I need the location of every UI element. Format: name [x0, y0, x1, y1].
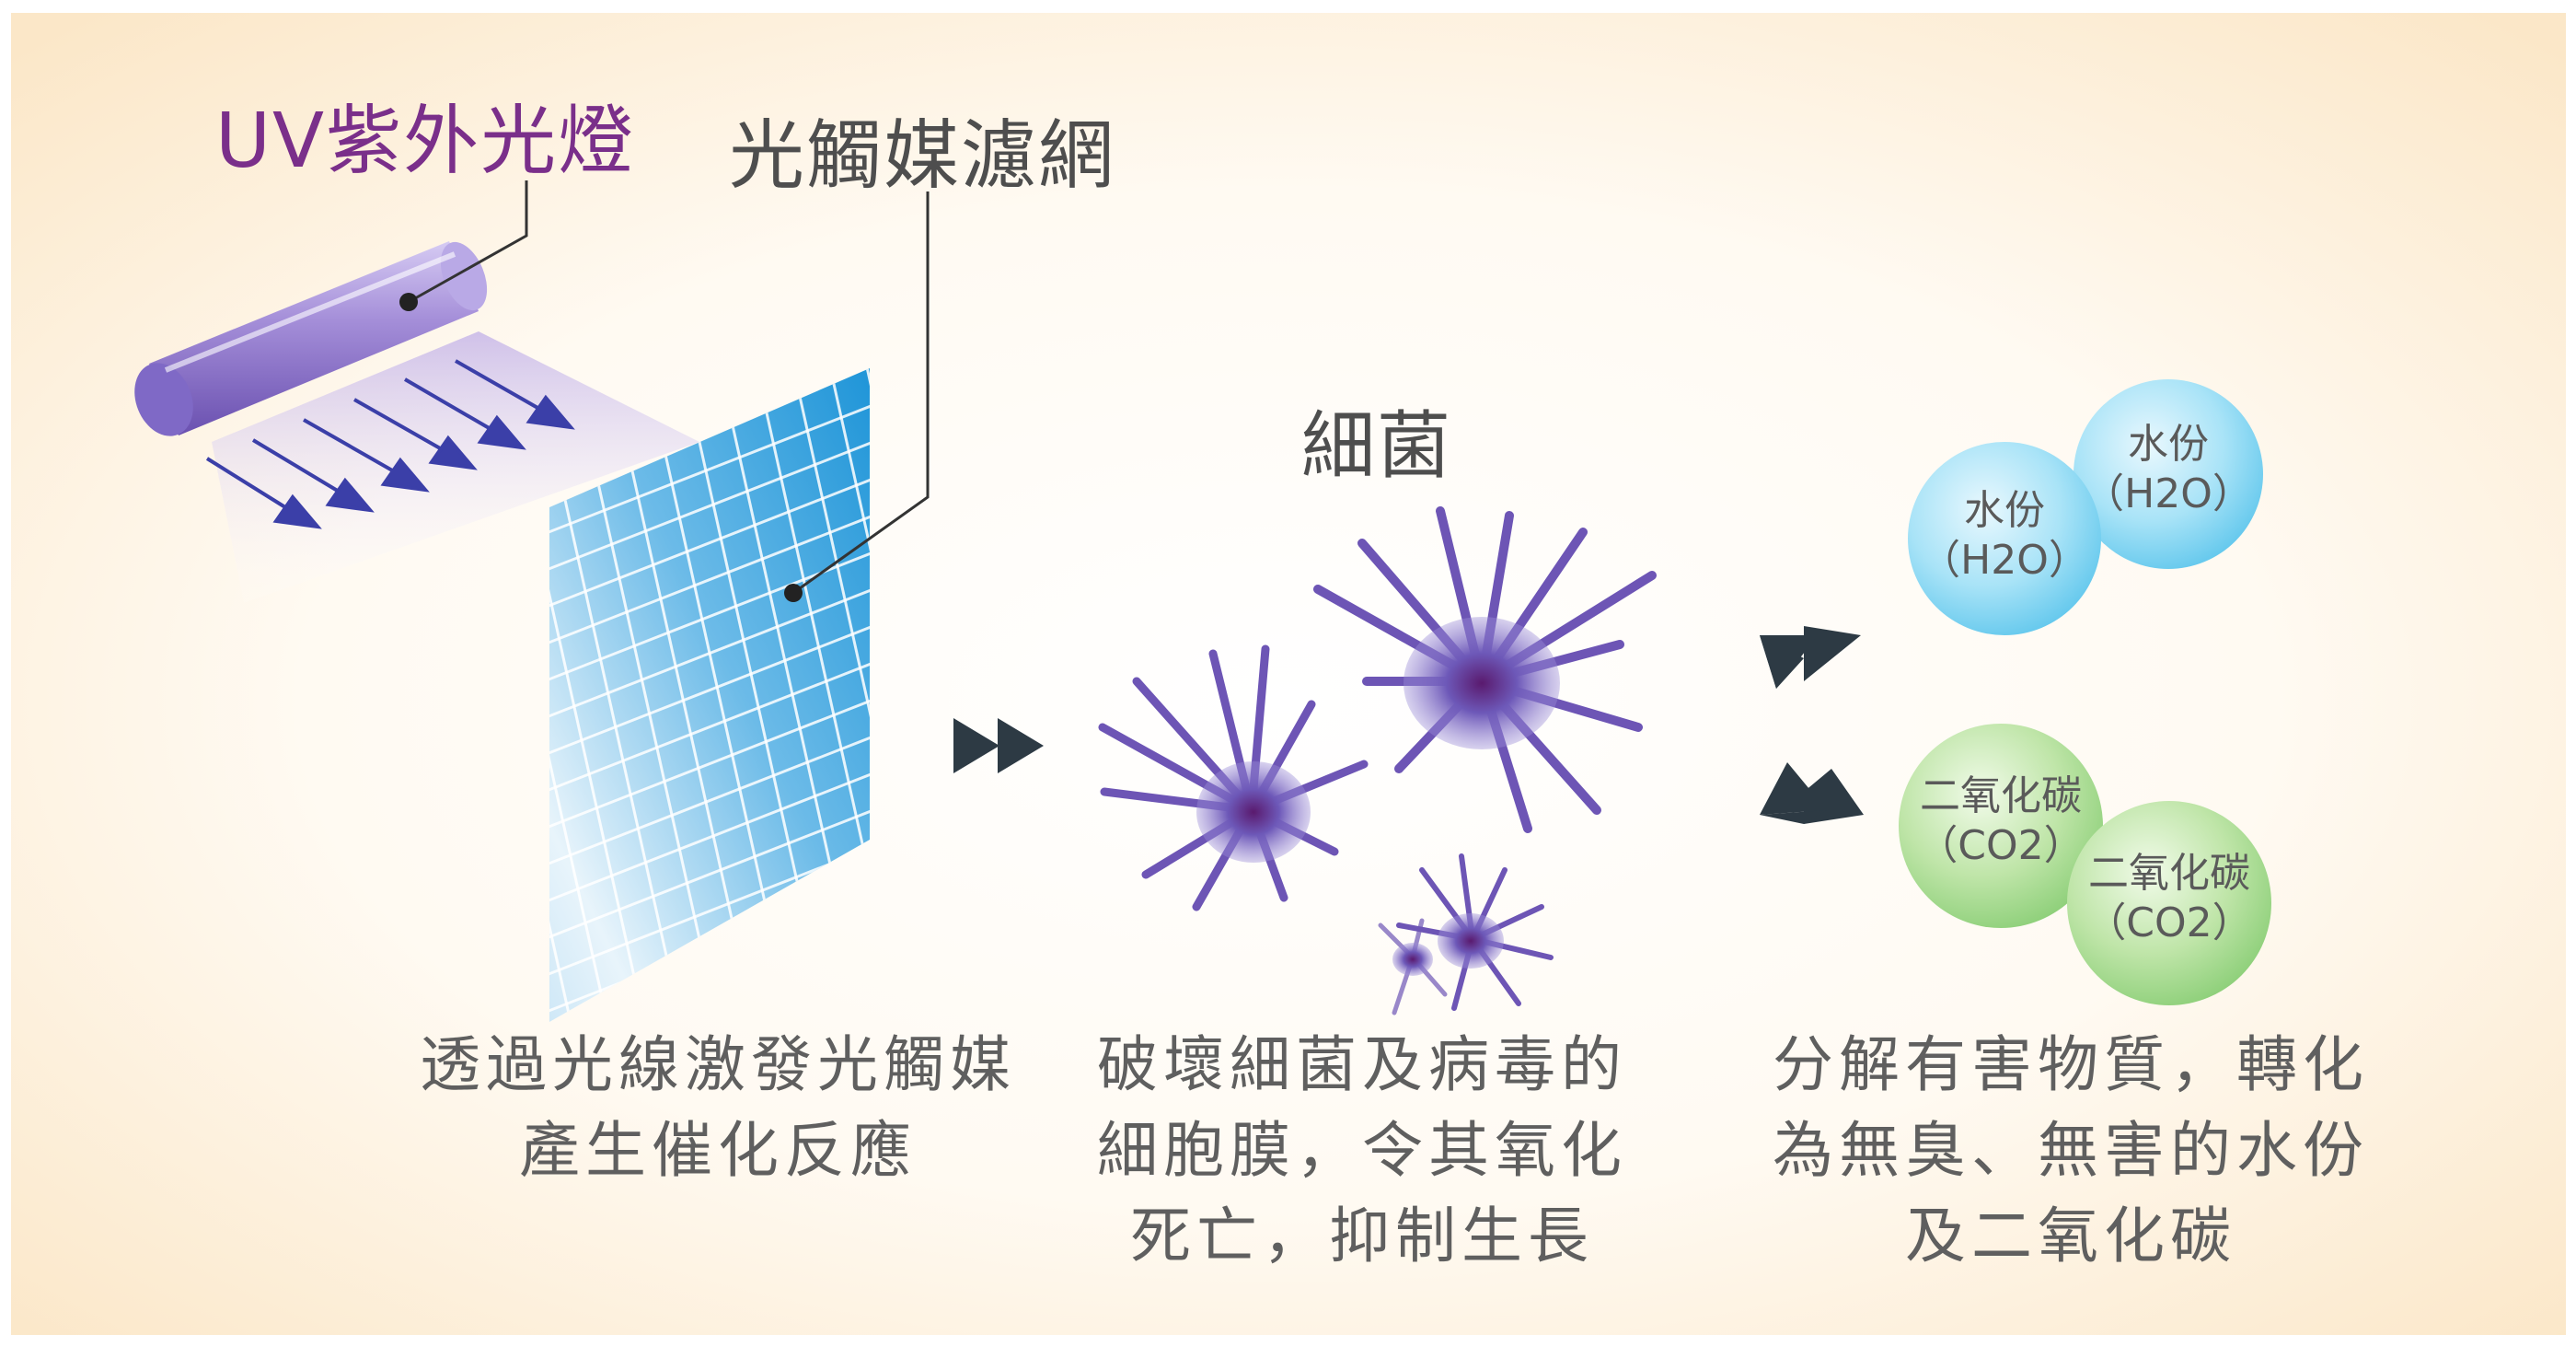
process-arrow-1 — [953, 718, 1044, 773]
water-bubble-back: 水份 （H2O） — [2074, 379, 2263, 569]
uv-ray-arrows — [205, 359, 575, 529]
co2-formula: （CO2） — [2085, 899, 2253, 946]
co2-name: 二氧化碳 — [2088, 850, 2250, 897]
caption-line: 分解有害物質，轉化 — [1773, 1029, 2369, 1100]
caption-line: 破壞細菌及病毒的 — [1097, 1029, 1627, 1100]
process-arrow-3 — [1760, 762, 1864, 824]
filter-label: 光觸媒濾網 — [729, 112, 1116, 200]
caption-line: 為無臭、無害的水份 — [1773, 1115, 2369, 1186]
co2-formula: （CO2） — [1917, 822, 2085, 869]
filter-leader-line — [784, 191, 930, 602]
caption-line: 透過光線激發光觸媒 — [420, 1029, 1016, 1100]
uv-lamp-tube — [134, 241, 488, 436]
bacterium-large — [1313, 506, 1657, 833]
caption-line: 產生催化反應 — [519, 1115, 917, 1186]
water-name: 水份 — [1964, 487, 2045, 534]
water-formula: （H2O） — [2084, 470, 2253, 517]
process-arrow-2 — [1760, 626, 1861, 689]
bacterium-small — [1396, 853, 1554, 1011]
water-formula: （H2O） — [1920, 537, 2089, 584]
uv-light-beam — [212, 331, 699, 603]
water-bubble-front: 水份 （H2O） — [1908, 442, 2101, 635]
bacteria-label: 細菌 — [1301, 403, 1452, 489]
background-panel — [11, 13, 2566, 1335]
uv-lamp-label: UV紫外光燈 — [215, 98, 636, 185]
co2-bubble-front: 二氧化碳 （CO2） — [1899, 724, 2103, 928]
co2-name: 二氧化碳 — [1920, 772, 2082, 819]
bacterium-tiny — [1378, 918, 1448, 1015]
caption-step-2: 破壞細菌及病毒的 細胞膜，令其氧化 死亡，抑制生長 — [1068, 1022, 1657, 1279]
co2-bubble-back: 二氧化碳 （CO2） — [2067, 801, 2271, 1005]
caption-step-1: 透過光線激發光觸媒 產生催化反應 — [377, 1022, 1058, 1193]
caption-line: 死亡，抑制生長 — [1130, 1201, 1594, 1271]
caption-line: 及二氧化碳 — [1905, 1201, 2236, 1271]
bacteria-cluster — [1098, 506, 1657, 1015]
bacterium-medium — [1098, 644, 1369, 911]
water-name: 水份 — [2128, 421, 2209, 468]
caption-step-3: 分解有害物質，轉化 為無臭、無害的水份 及二氧化碳 — [1749, 1022, 2393, 1279]
caption-line: 細胞膜，令其氧化 — [1097, 1115, 1627, 1186]
uv-leader-line — [399, 180, 528, 311]
